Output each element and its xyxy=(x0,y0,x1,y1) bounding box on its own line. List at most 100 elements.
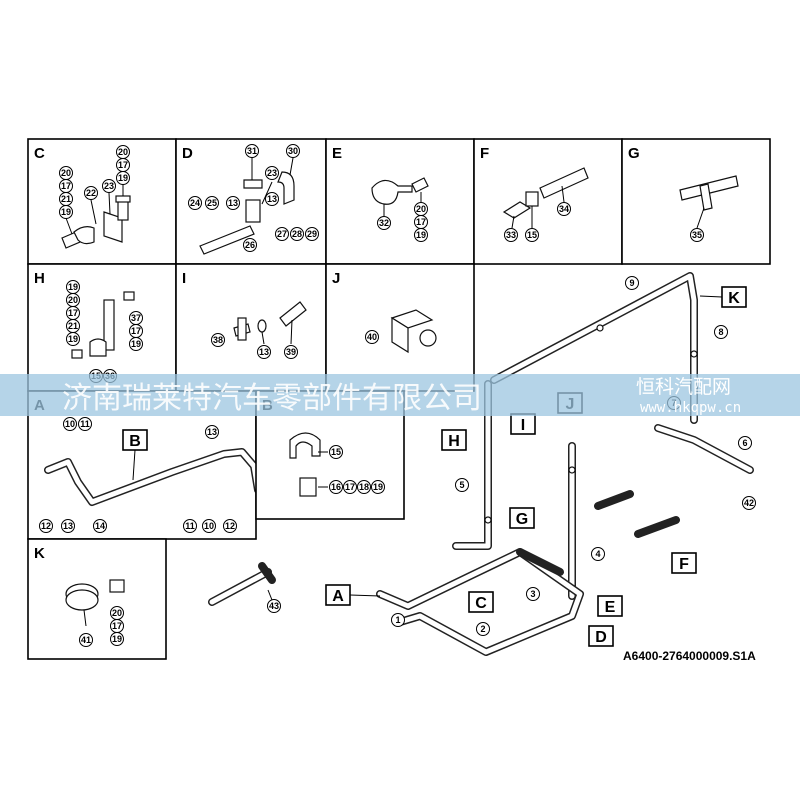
detail-box-e: E 32 20 17 19 xyxy=(325,138,475,265)
callout-label: 17 xyxy=(129,324,143,338)
svg-text:17: 17 xyxy=(118,160,128,170)
view-tag-g[interactable]: G xyxy=(509,507,535,529)
svg-text:G: G xyxy=(516,511,528,528)
svg-text:43: 43 xyxy=(269,601,279,611)
detail-box-k: K 20 17 19 41 xyxy=(27,538,167,660)
callout-label: 21 xyxy=(66,319,80,333)
callout-label: 16 xyxy=(329,480,343,494)
callout-label: 24 xyxy=(188,196,202,210)
svg-text:35: 35 xyxy=(692,230,702,240)
svg-text:A: A xyxy=(332,588,344,605)
detail-box-label: D xyxy=(182,145,193,162)
detail-box-h: H 19 20 17 21 19 37 17 19 15 36 xyxy=(27,263,177,392)
detail-box-label: C xyxy=(34,145,45,162)
svg-text:27: 27 xyxy=(277,229,287,239)
svg-text:31: 31 xyxy=(247,146,257,156)
callout-label: 19 xyxy=(116,171,130,185)
callout-label: 11 xyxy=(78,417,92,431)
view-tag-k[interactable]: K xyxy=(721,286,747,308)
svg-text:19: 19 xyxy=(68,282,78,292)
callout-label: 12 xyxy=(223,519,237,533)
svg-text:17: 17 xyxy=(61,181,71,191)
svg-text:13: 13 xyxy=(63,521,73,531)
svg-text:2: 2 xyxy=(480,624,485,634)
svg-text:13: 13 xyxy=(267,194,277,204)
view-tag-d[interactable]: D xyxy=(588,625,614,647)
svg-text:13: 13 xyxy=(207,427,217,437)
callout-label: 20 xyxy=(66,293,80,307)
svg-text:17: 17 xyxy=(416,217,426,227)
callout-label: 23 xyxy=(265,166,279,180)
callout-label: 1 xyxy=(391,613,405,627)
callout-label: 13 xyxy=(61,519,75,533)
callout-label: 19 xyxy=(371,480,385,494)
callout-label: 29 xyxy=(305,227,319,241)
svg-text:20: 20 xyxy=(61,168,71,178)
callout-label: 18 xyxy=(357,480,371,494)
svg-text:15: 15 xyxy=(527,230,537,240)
callout-label: 12 xyxy=(39,519,53,533)
svg-text:17: 17 xyxy=(68,308,78,318)
svg-text:17: 17 xyxy=(112,621,122,631)
svg-text:5: 5 xyxy=(459,480,464,490)
callout-label: 4 xyxy=(591,547,605,561)
callout-label: 37 xyxy=(129,311,143,325)
svg-text:21: 21 xyxy=(61,194,71,204)
callout-label: 11 xyxy=(183,519,197,533)
svg-text:10: 10 xyxy=(204,521,214,531)
view-tag-a[interactable]: A xyxy=(325,584,351,606)
callout-label: 21 xyxy=(59,192,73,206)
svg-text:26: 26 xyxy=(245,240,255,250)
callout-label: 38 xyxy=(211,333,225,347)
callout-label: 19 xyxy=(66,332,80,346)
svg-text:19: 19 xyxy=(131,339,141,349)
callout-label: 13 xyxy=(257,345,271,359)
detail-box-d: D 31 30 24 25 13 23 13 26 27 28 29 xyxy=(175,138,327,265)
svg-text:42: 42 xyxy=(744,498,754,508)
svg-text:F: F xyxy=(679,556,689,573)
svg-text:16: 16 xyxy=(331,482,341,492)
svg-text:6: 6 xyxy=(742,438,747,448)
callout-label: 28 xyxy=(290,227,304,241)
drawing-code: A6400-2764000009.S1A xyxy=(623,649,756,663)
detail-box-label: I xyxy=(182,270,186,287)
detail-box-label: E xyxy=(332,145,342,162)
svg-text:19: 19 xyxy=(416,230,426,240)
svg-text:22: 22 xyxy=(86,188,96,198)
detail-box-g: G 35 xyxy=(621,138,771,265)
svg-text:23: 23 xyxy=(267,168,277,178)
svg-text:21: 21 xyxy=(68,321,78,331)
callout-label: 42 xyxy=(742,496,756,510)
callout-label: 20 xyxy=(110,606,124,620)
detail-box-label: F xyxy=(480,145,489,162)
callout-label: 19 xyxy=(59,205,73,219)
svg-text:40: 40 xyxy=(367,332,377,342)
svg-text:11: 11 xyxy=(185,521,195,531)
callout-label: 13 xyxy=(226,196,240,210)
svg-text:12: 12 xyxy=(225,521,235,531)
callout-label: 19 xyxy=(66,280,80,294)
svg-text:25: 25 xyxy=(207,198,217,208)
callout-label: 2 xyxy=(476,622,490,636)
detail-box-j: J 40 xyxy=(325,263,475,392)
view-tag-f[interactable]: F xyxy=(671,552,697,574)
callout-label: 17 xyxy=(414,215,428,229)
callout-label: 31 xyxy=(245,144,259,158)
callout-label: 43 xyxy=(267,599,281,613)
svg-text:H: H xyxy=(448,433,460,450)
svg-text:13: 13 xyxy=(259,347,269,357)
detail-box-label: H xyxy=(34,270,45,287)
detail-box-label: K xyxy=(34,545,45,562)
svg-text:28: 28 xyxy=(292,229,302,239)
watermark-site-url: www.hkqpw.cn xyxy=(640,400,741,416)
view-tag-h[interactable]: H xyxy=(441,429,467,451)
callout-label: 8 xyxy=(714,325,728,339)
svg-text:14: 14 xyxy=(95,521,105,531)
view-tag-e[interactable]: E xyxy=(597,595,623,617)
svg-text:19: 19 xyxy=(118,173,128,183)
callout-label: 19 xyxy=(414,228,428,242)
callout-label: 17 xyxy=(66,306,80,320)
view-tag-i[interactable]: I xyxy=(510,413,536,435)
svg-text:33: 33 xyxy=(506,230,516,240)
view-tag-c[interactable]: C xyxy=(468,591,494,613)
